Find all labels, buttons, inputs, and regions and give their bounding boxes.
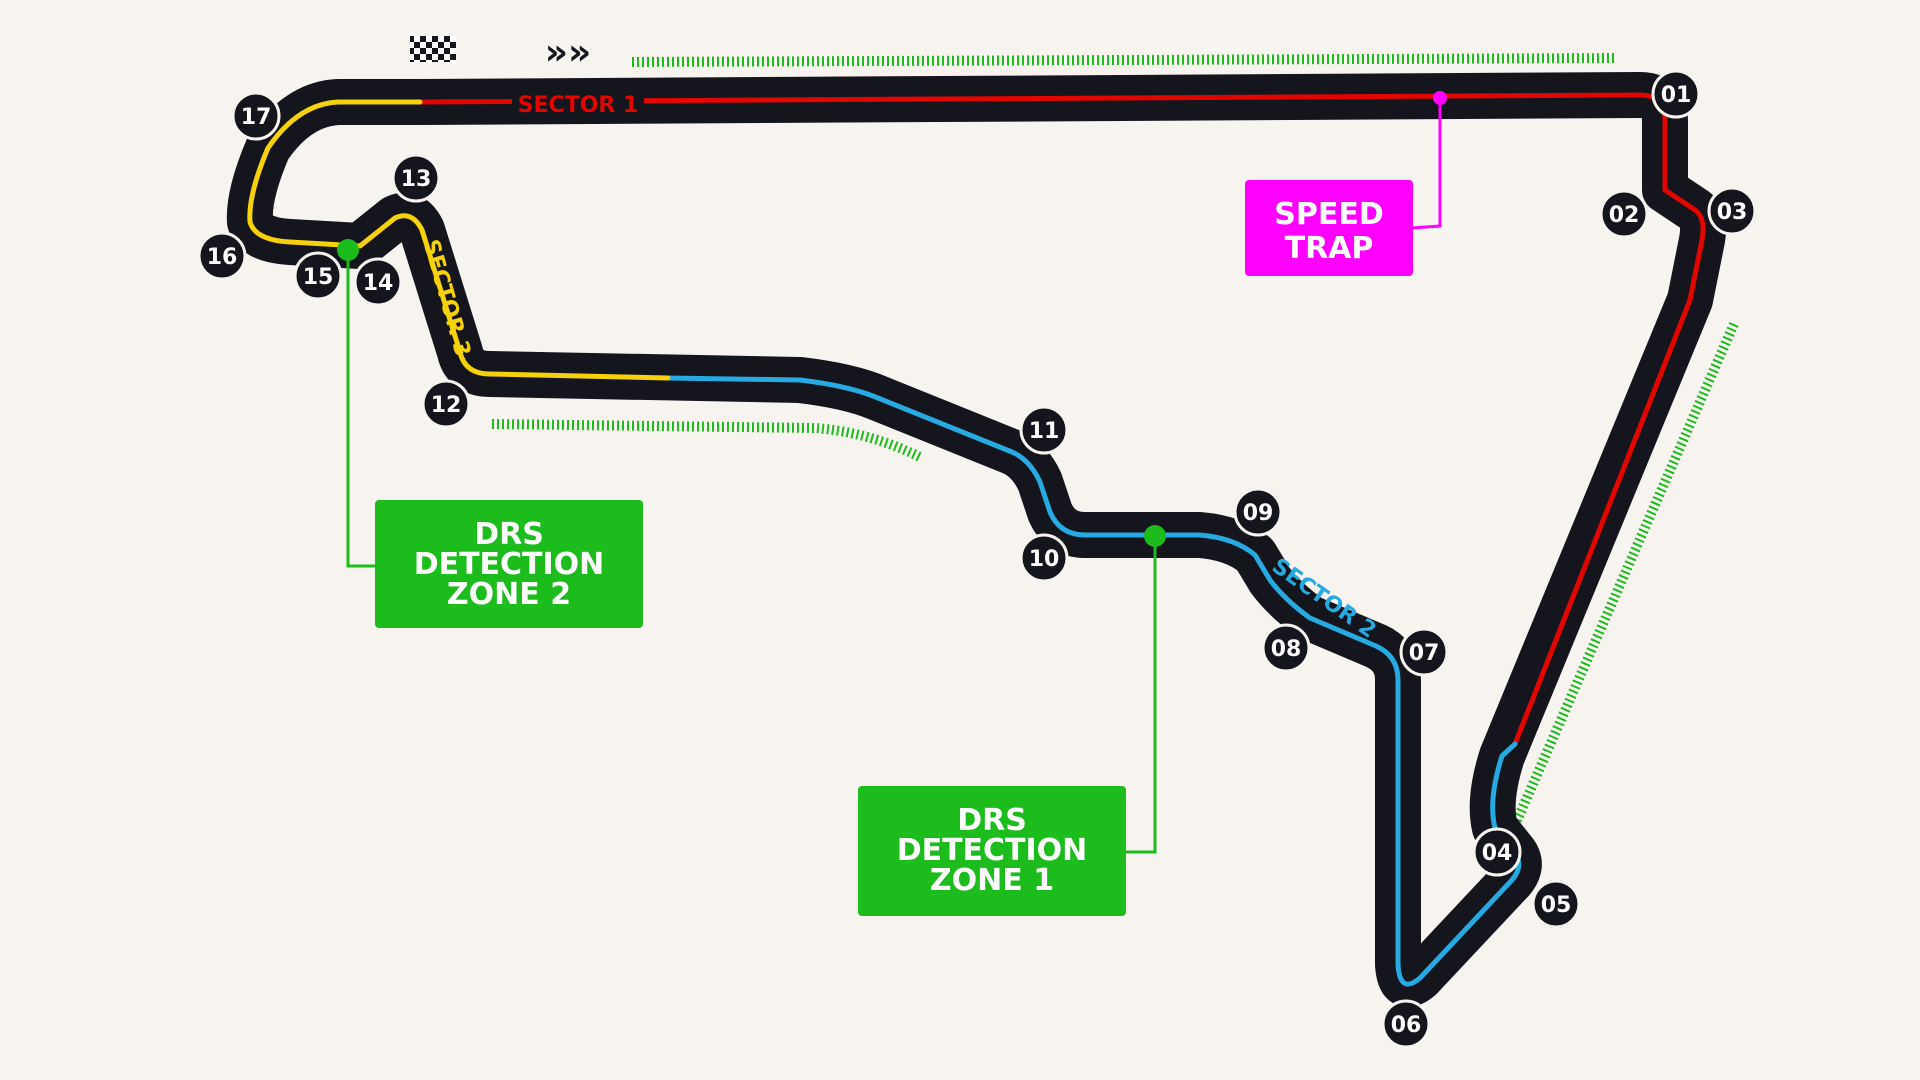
- turn-marker-17: 17: [231, 91, 281, 141]
- sector-3-line: [247, 99, 671, 381]
- drs-zone-2-line-1: DRS: [474, 517, 544, 552]
- drs-detection-1-marker: [1126, 525, 1166, 854]
- drs-zone-back-straight: [491, 419, 925, 463]
- svg-text:11: 11: [1029, 419, 1060, 444]
- svg-text:06: 06: [1391, 1013, 1422, 1038]
- svg-text:08: 08: [1271, 637, 1302, 662]
- drs-zone-2-line-2: DETECTION: [414, 547, 605, 582]
- turn-marker-03: 03: [1707, 186, 1757, 236]
- turn-marker-10: 10: [1019, 533, 1069, 583]
- svg-text:09: 09: [1243, 501, 1274, 526]
- turn-marker-06: 06: [1381, 999, 1431, 1049]
- drs-zone-turn-3-straight: [1507, 321, 1739, 835]
- svg-text:04: 04: [1482, 841, 1513, 866]
- svg-text:07: 07: [1409, 641, 1440, 666]
- svg-text:15: 15: [303, 265, 334, 290]
- direction-chevrons-icon: »»: [545, 32, 592, 73]
- svg-text:01: 01: [1661, 83, 1692, 108]
- drs-zone-1-line-2: DETECTION: [897, 833, 1088, 868]
- turn-marker-16: 16: [197, 231, 247, 281]
- svg-text:02: 02: [1609, 203, 1640, 228]
- speed-trap-line-2: TRAP: [1285, 231, 1374, 266]
- turn-marker-04: 04: [1472, 827, 1522, 877]
- speed-trap-marker: [1411, 91, 1447, 230]
- sector-1-label: SECTOR 1: [512, 88, 644, 120]
- svg-text:13: 13: [401, 167, 432, 192]
- svg-text:17: 17: [241, 105, 272, 130]
- checkered-flag-icon: [410, 36, 456, 62]
- svg-text:03: 03: [1717, 200, 1748, 225]
- svg-text:16: 16: [207, 245, 238, 270]
- drs-detection-zone-1-box: DRS DETECTION ZONE 1: [858, 786, 1126, 916]
- svg-text:14: 14: [363, 271, 394, 296]
- drs-zone-1-line-1: DRS: [957, 803, 1027, 838]
- turn-marker-08: 08: [1261, 623, 1311, 673]
- drs-zone-1-line-3: ZONE 1: [930, 863, 1054, 898]
- speed-trap-line-1: SPEED: [1274, 197, 1383, 232]
- turn-marker-02: 02: [1599, 189, 1649, 239]
- turn-marker-05: 05: [1531, 879, 1581, 929]
- turn-marker-15: 15: [293, 251, 343, 301]
- drs-detection-2-marker: [337, 239, 375, 568]
- turn-marker-09: 09: [1233, 487, 1283, 537]
- turn-marker-07: 07: [1399, 627, 1449, 677]
- sector-1-line: [417, 92, 1706, 747]
- turn-markers: 01 02 03 04 05 06 07 08 09 10 11 12 13 1…: [197, 69, 1757, 1049]
- drs-detection-zone-2-box: DRS DETECTION ZONE 2: [375, 500, 643, 628]
- drs-activation-zones: [491, 53, 1739, 835]
- drs-zone-main-straight: [631, 53, 1616, 67]
- svg-text:10: 10: [1029, 547, 1060, 572]
- svg-text:12: 12: [431, 393, 462, 418]
- speed-trap-box: SPEED TRAP: [1245, 180, 1413, 276]
- turn-marker-11: 11: [1019, 405, 1069, 455]
- sector-1-text: SECTOR 1: [518, 93, 639, 118]
- turn-marker-13: 13: [391, 153, 441, 203]
- turn-marker-01: 01: [1651, 69, 1701, 119]
- svg-text:05: 05: [1541, 893, 1572, 918]
- turn-marker-12: 12: [421, 379, 471, 429]
- drs-zone-2-line-3: ZONE 2: [447, 577, 571, 612]
- turn-marker-14: 14: [353, 257, 403, 307]
